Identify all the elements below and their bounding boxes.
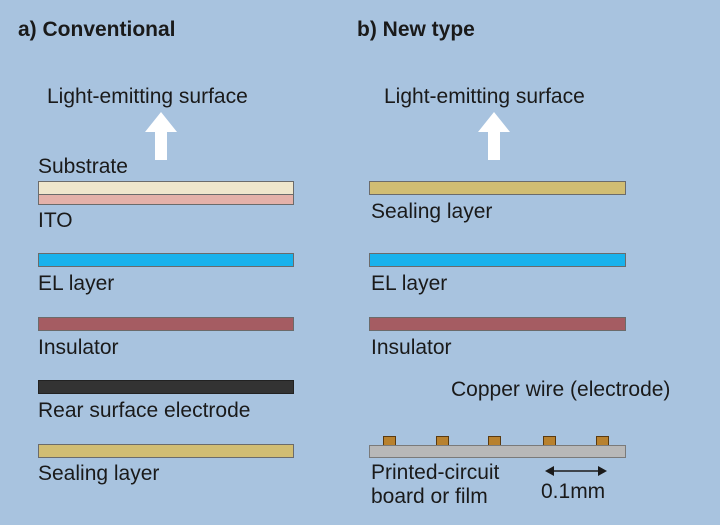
conventional-el-layer-bar <box>38 253 294 267</box>
new-type-insulator-label: Insulator <box>371 336 452 359</box>
new-type-surface-label: Light-emitting surface <box>384 85 585 108</box>
conventional-el-layer-label: EL layer <box>38 272 115 295</box>
conventional-insulator-bar <box>38 317 294 331</box>
printed-circuit-label: Printed-circuit board or film <box>371 461 499 509</box>
new-type-sealing-layer-bar <box>369 181 626 195</box>
conventional-rear-electrode-label: Rear surface electrode <box>38 399 251 422</box>
conventional-substrate-label: Substrate <box>38 155 128 178</box>
conventional-rear-electrode-bar <box>38 380 294 394</box>
printed-circuit-label-line2: board or film <box>371 485 488 508</box>
conventional-insulator-label: Insulator <box>38 336 119 359</box>
new-type-light-arrow-icon <box>478 112 510 160</box>
heading-new-type: b) New type <box>357 18 475 41</box>
printed-circuit-label-line1: Printed-circuit <box>371 461 500 484</box>
conventional-substrate-bar <box>38 181 294 195</box>
conventional-sealing-layer-label: Sealing layer <box>38 462 160 485</box>
new-type-sealing-layer-label: Sealing layer <box>371 200 493 223</box>
new-type-el-layer-label: EL layer <box>371 272 448 295</box>
conventional-ito-bar <box>38 194 294 205</box>
scale-label: 0.1mm <box>541 480 606 503</box>
conventional-ito-label: ITO <box>38 209 73 232</box>
new-type-insulator-bar <box>369 317 626 331</box>
scale-double-arrow-icon <box>545 466 607 476</box>
heading-conventional: a) Conventional <box>18 18 176 41</box>
conventional-sealing-layer-bar <box>38 444 294 458</box>
copper-wire-label: Copper wire (electrode) <box>451 378 671 401</box>
conventional-surface-label: Light-emitting surface <box>47 85 248 108</box>
new-type-el-layer-bar <box>369 253 626 267</box>
conventional-light-arrow-icon <box>145 112 177 160</box>
printed-circuit-board-bar <box>369 445 626 458</box>
